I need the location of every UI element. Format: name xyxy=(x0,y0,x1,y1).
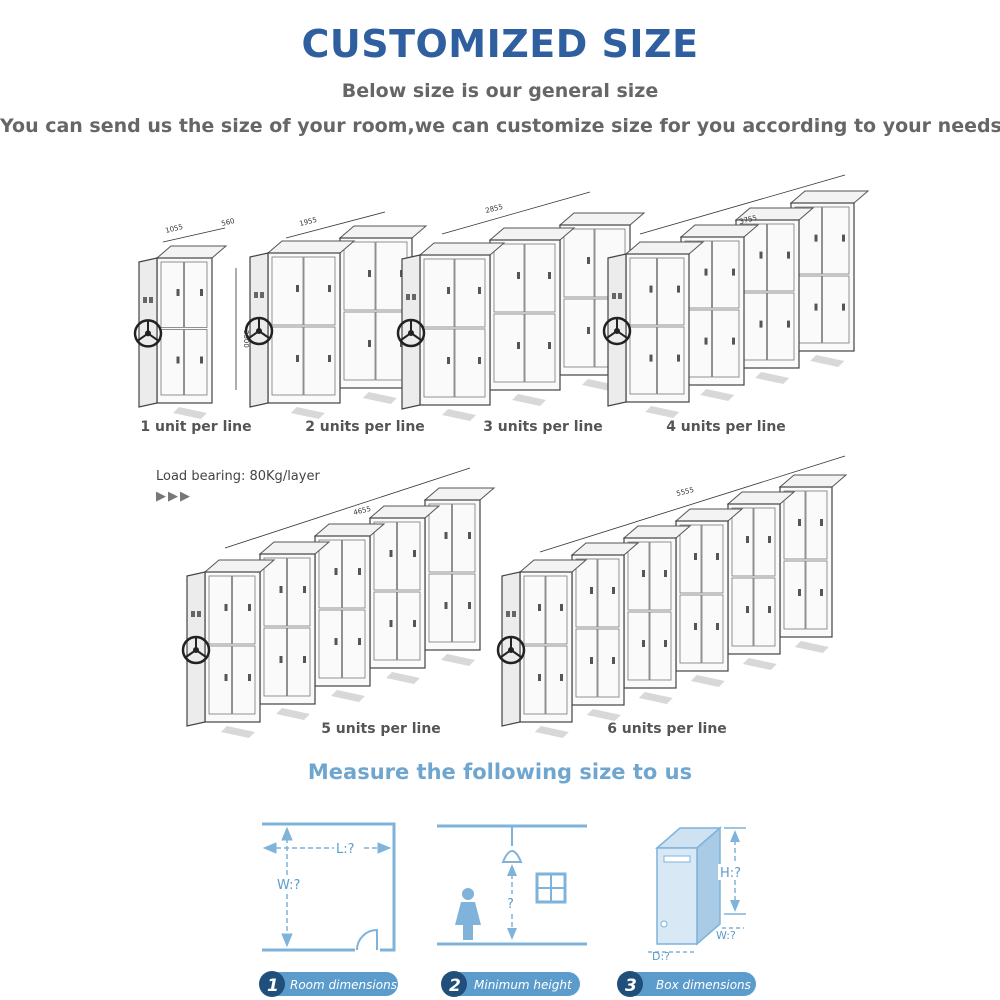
dimension-line xyxy=(441,191,591,235)
caption-2-units: 2 units per line xyxy=(305,419,425,435)
height-dimension-1: 2300 xyxy=(242,330,250,348)
caption-6-units: 6 units per line xyxy=(607,721,727,737)
caption-1-unit: 1 unit per line xyxy=(140,419,252,435)
cabinet-unit xyxy=(368,505,441,669)
minimum-height-diagram xyxy=(437,824,587,946)
box-height-label: H:? xyxy=(720,866,741,881)
cabinet-row-3 xyxy=(396,212,646,421)
hand-wheel-icon xyxy=(602,316,632,346)
room-dimensions-pill: 1 Room dimensions xyxy=(259,971,398,997)
dimension-line xyxy=(639,174,846,235)
svg-text:2: 2 xyxy=(449,976,461,996)
svg-text:Minimum height: Minimum height xyxy=(474,978,573,992)
dimension-line xyxy=(285,211,386,239)
cabinet-row-2 xyxy=(244,225,428,419)
cabinet-row-4 xyxy=(602,190,870,418)
cabinet-row-6 xyxy=(496,474,848,738)
cabinet-unit xyxy=(266,240,356,404)
cabinet-unit xyxy=(203,559,276,723)
person-icon xyxy=(455,888,481,940)
dimension-line xyxy=(162,227,226,243)
hand-wheel-icon xyxy=(244,316,274,346)
height-question-label: ? xyxy=(507,897,514,912)
hand-wheel-icon xyxy=(133,319,163,348)
cabinet-unit xyxy=(488,227,576,391)
cabinet-unit xyxy=(423,487,496,651)
hand-wheel-icon xyxy=(396,318,426,348)
cabinet-unit xyxy=(258,541,331,705)
cabinet-unit xyxy=(155,245,228,404)
hand-wheel-icon xyxy=(496,635,526,665)
box-depth-label: D:? xyxy=(652,950,670,963)
svg-text:Box dimensions: Box dimensions xyxy=(656,978,751,992)
arrow-icons: ▶▶▶ xyxy=(156,489,192,504)
customize-note: You can send us the size of your room,we… xyxy=(0,115,1000,137)
cabinet-unit xyxy=(313,523,386,687)
dimension-line xyxy=(539,455,846,553)
box-dimensions-diagram xyxy=(648,826,746,953)
hand-wheel-icon xyxy=(181,635,211,665)
width-dimension-6: 5555 xyxy=(676,486,695,498)
cabinet-unit xyxy=(726,491,796,655)
caption-5-units: 5 units per line xyxy=(321,721,441,737)
width-dimension-1: 1055 xyxy=(165,223,184,235)
measure-title: Measure the following size to us xyxy=(307,760,693,784)
cabinet-unit xyxy=(679,224,760,386)
box-dimensions-pill: 3 Box dimensions xyxy=(617,971,756,997)
room-length-label: L:? xyxy=(336,842,355,857)
cabinet-unit xyxy=(518,559,588,723)
svg-text:1: 1 xyxy=(267,976,279,996)
width-dimension-2: 1955 xyxy=(299,216,318,228)
svg-text:Room dimensions: Room dimensions xyxy=(290,978,397,992)
minimum-height-pill: 2 Minimum height xyxy=(441,971,580,997)
cabinet-unit xyxy=(570,542,640,706)
box-width-label: W:? xyxy=(716,929,736,942)
svg-text:3: 3 xyxy=(625,976,637,996)
cabinet-row-1 xyxy=(133,245,228,419)
cabinet-unit xyxy=(778,474,848,638)
depth-dimension-1: 560 xyxy=(221,217,236,228)
width-dimension-5: 4655 xyxy=(353,505,372,517)
dimension-line xyxy=(224,467,471,549)
cabinet-unit xyxy=(789,190,870,352)
cabinet-unit xyxy=(624,241,705,403)
cabinet-unit xyxy=(622,525,692,689)
cabinet-row-5 xyxy=(181,487,496,738)
cabinet-unit xyxy=(674,508,744,672)
page-title: CUSTOMIZED SIZE xyxy=(301,22,699,66)
subtitle: Below size is our general size xyxy=(341,80,659,102)
cabinet-unit xyxy=(734,207,815,369)
room-width-label: W:? xyxy=(277,878,300,893)
load-bearing-label: Load bearing: 80Kg/layer xyxy=(156,469,320,484)
caption-4-units: 4 units per line xyxy=(666,419,786,435)
width-dimension-3: 2855 xyxy=(485,203,504,215)
measurement-guide: L:? W:? ? H:? W:? xyxy=(259,822,756,997)
caption-3-units: 3 units per line xyxy=(483,419,603,435)
